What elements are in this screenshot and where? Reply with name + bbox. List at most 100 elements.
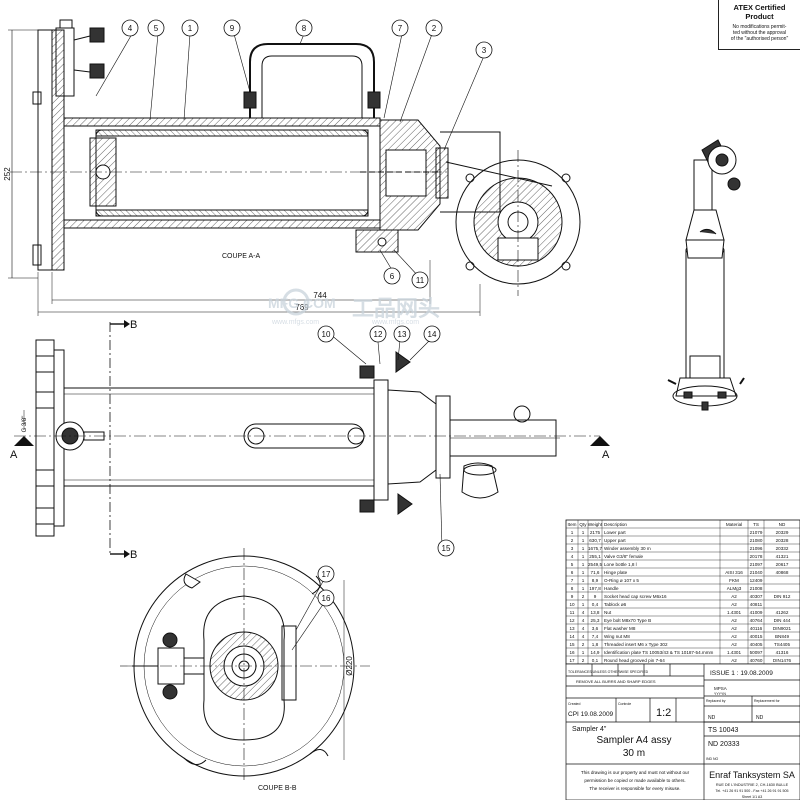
bom-cell: Flat washer M8: [604, 626, 636, 631]
id-plate: [281, 625, 297, 701]
bom-header-cell: Material: [726, 522, 742, 527]
bom-cell: 21008: [750, 586, 763, 591]
section-mark-b-top: B: [130, 319, 137, 331]
winder-bracket: [440, 131, 501, 213]
watermark-site-2: www.mfgs.com: [371, 319, 419, 326]
bottle: [95, 129, 369, 217]
bom-cell: 7: [571, 578, 574, 583]
bom-cell: 40868: [776, 570, 789, 575]
bom-cell: 21079: [750, 530, 763, 535]
bom-cell: DIN1476: [773, 658, 792, 663]
watermark-brand: MFG.COM: [268, 295, 336, 311]
balloon-2: 2: [432, 24, 437, 33]
bom-cell: Lone bottle 1,8 l: [604, 562, 637, 567]
bom-cell: 2: [582, 658, 585, 663]
balloon-7: 7: [398, 24, 403, 33]
bom-cell: 8: [571, 586, 574, 591]
bom-cell: A2: [731, 602, 737, 607]
bom-cell: 4: [571, 554, 574, 559]
balloon-6: 6: [390, 272, 395, 281]
bom-cell: 1: [582, 554, 585, 559]
tb-nd-number: ND 20333: [708, 741, 740, 748]
bom-cell: 40307: [750, 594, 763, 599]
balloon-10: 10: [322, 330, 331, 339]
atex-note-line-3: of the "authorised person": [730, 36, 789, 42]
tb-nd-label: IND NO: [706, 757, 719, 761]
bom-cell: 13: [569, 626, 575, 631]
balloon-11: 11: [416, 276, 425, 285]
bom-cell: 40405: [750, 642, 763, 647]
bom-cell: FKM: [729, 578, 739, 583]
bom-cell: 40015: [750, 634, 763, 639]
bom-cell: TS4405: [774, 642, 791, 647]
tb-checked-label: Controle: [618, 702, 631, 706]
bom-cell: 8,9: [592, 578, 599, 583]
bom-cell: Winder assembly 30 m: [604, 546, 651, 551]
section-mark-b-bottom: B: [130, 549, 137, 561]
bom-cell: 9: [594, 594, 597, 599]
tb-replaced-by: ND: [708, 715, 716, 721]
tb-tel: Tel. +41 26 91 91 500 - Fax +41 26 91 91…: [716, 789, 789, 793]
bom-cell: 1.4301: [727, 650, 741, 655]
bom-cell: 9: [571, 594, 574, 599]
bom-cell: Eye bolt M8x70 Type B: [604, 618, 651, 623]
bom-cell: 40760: [750, 658, 763, 663]
tb-created-label: Created: [568, 702, 581, 706]
bom-cell: Identification plate TS 10053/43 & TS 10…: [604, 650, 714, 655]
balloon-12: 12: [374, 330, 383, 339]
bom-cell: 4: [582, 618, 585, 623]
hinge-plate: [355, 229, 399, 253]
balloon-3: 3: [482, 46, 487, 55]
bom-cell: 41316: [776, 650, 789, 655]
bom-cell: 1: [582, 546, 585, 551]
tb-drawn-sub: YYYYN: [714, 692, 726, 696]
section-view-aa: [8, 19, 581, 316]
bom-cell: 41262: [776, 610, 789, 615]
bom-cell: Hinge plate: [604, 570, 628, 575]
bom-cell: 16: [569, 650, 575, 655]
bom-cell: DIN 912: [774, 594, 791, 599]
bom-cell: Socket head cap screw M6x16: [604, 594, 667, 599]
tb-ts-number: TS 10043: [708, 727, 738, 734]
bom-cell: 255,1: [589, 554, 601, 559]
dim-thread: G 3/8": [22, 416, 28, 433]
bom-cell: 4: [582, 634, 585, 639]
balloon-9: 9: [230, 24, 235, 33]
bom-cell: 14,9: [591, 650, 600, 655]
top-tube: [63, 387, 375, 487]
bom-cell: 21096: [750, 546, 763, 551]
bom-cell: 50097: [750, 650, 763, 655]
bom-cell: 13,8: [591, 610, 600, 615]
balloons: [121, 19, 493, 607]
bom-cell: 3: [571, 546, 574, 551]
bom-cell: 4: [582, 626, 585, 631]
tb-issue: ISSUE 1 : 19.08.2009: [710, 670, 773, 677]
bom-cell: 2549,5: [588, 562, 602, 567]
bom-cell: 11: [570, 610, 575, 615]
bom-cell: 40116: [750, 626, 763, 631]
tb-replacement-label: Replacement for: [754, 699, 781, 703]
bom-cell: A2: [731, 658, 737, 663]
watermark-cn: 工品网头: [352, 296, 440, 321]
bom-cell: 1: [582, 586, 585, 591]
bom-cell: 15: [569, 642, 575, 647]
balloon-1: 1: [188, 24, 193, 33]
bom-cell: 41009: [750, 610, 763, 615]
tb-tolerances: TOLERANCES UNLESS OTHERWISE SPECIFIED: [568, 670, 649, 674]
dim-744: 744: [313, 291, 327, 300]
bom-cell: Nut: [604, 610, 612, 615]
bom-cell: 71,6: [591, 570, 600, 575]
tb-replaced-by-label: Replaced by: [706, 699, 726, 703]
bom-cell: 12: [569, 618, 575, 623]
bom-header-cell: TS: [753, 522, 759, 527]
balloon-14: 14: [428, 330, 437, 339]
bom-cell: 3,6: [592, 626, 599, 631]
bom-cell: 1: [582, 650, 585, 655]
dim-252: 252: [3, 167, 12, 181]
balloon-4: 4: [128, 24, 133, 33]
tb-assy-title: Sampler A4 assy: [596, 735, 671, 746]
bom-cell: 21080: [750, 538, 763, 543]
bom-cell: Wing nut M8: [604, 634, 630, 639]
isometric-view: [667, 139, 745, 411]
